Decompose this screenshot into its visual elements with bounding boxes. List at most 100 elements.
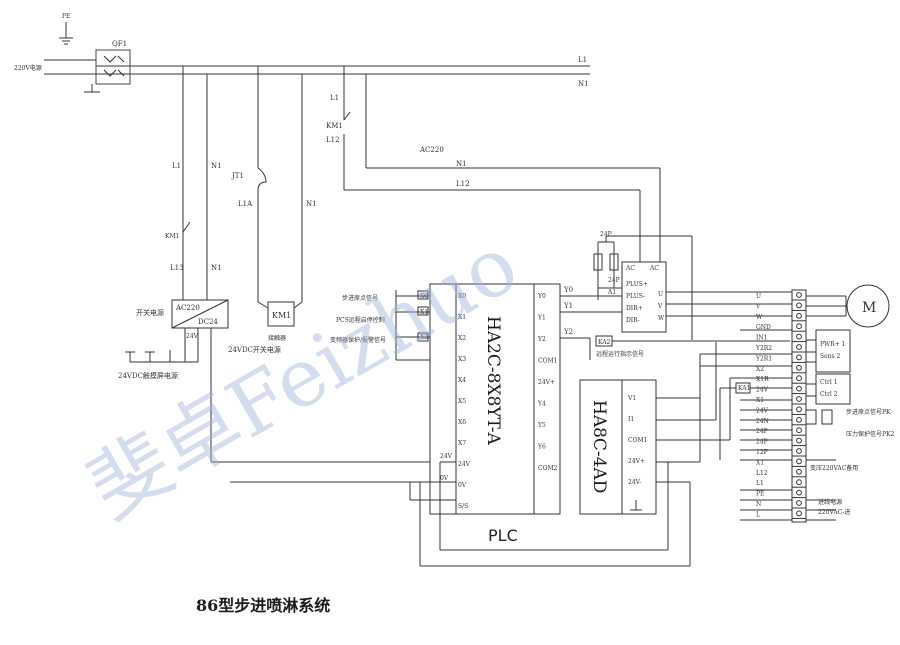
remote-run-label: 远程运行指示信号 [596, 350, 644, 358]
plc-left-pin: X0 [458, 293, 466, 300]
wire-y1-label: Y1 [563, 302, 573, 310]
input-tag-1: X1 [420, 309, 428, 316]
ad-pin: 24V- [628, 479, 641, 486]
terminal-screw [797, 345, 802, 350]
plc-left-pin: X6 [458, 419, 466, 426]
source-label: 220V电源 [14, 64, 42, 72]
driver-ac-2: AC [649, 265, 659, 272]
psu-out2-label: 24VDC触摸屏电源 [118, 371, 178, 380]
terminal-screw [797, 293, 802, 298]
interlock-label-1: PWR+ 1 [820, 341, 845, 348]
terminal-screw [797, 397, 802, 402]
psu-n1b-label: N1 [211, 264, 222, 272]
n1-mid-label: N1 [456, 160, 467, 168]
ad-title: HA8C-4AD [589, 400, 609, 493]
terminal-label: X1R [756, 376, 769, 383]
terminal-screw [797, 376, 802, 381]
l1a-label: L1A [238, 200, 253, 208]
terminal-screw [797, 449, 802, 454]
ad-pin: 24V+ [628, 458, 645, 465]
plc-left-pin: X2 [458, 335, 466, 342]
plc-right-pin: Y5 [537, 422, 546, 429]
terminal-label: GND [756, 324, 771, 331]
terminal-screw [797, 469, 802, 474]
sensor2-label: 压力保护信号PK2 [846, 430, 895, 438]
l12-label: L12 [326, 136, 340, 144]
terminal-screw [797, 428, 802, 433]
terminal-screw [797, 407, 802, 412]
terminal-label: X1 [756, 397, 764, 404]
branch-l1-label: L1 [330, 94, 339, 102]
terminal-screw [797, 417, 802, 422]
pe-label: PE [62, 13, 70, 20]
driver-out-w: W [658, 315, 665, 322]
driver-out-u: U [658, 291, 663, 298]
terminal-label: 24V [756, 387, 769, 394]
sensor1-label: 步进原点信号PK [846, 408, 891, 416]
plc-left-pin: X1 [458, 314, 466, 321]
plc-right-pin: COM1 [538, 358, 557, 365]
plc-left-pin: 0V [458, 482, 467, 489]
terminal-label: 24P [756, 439, 768, 446]
psu-label: 开关电源 [136, 308, 164, 317]
terminal-screw [797, 386, 802, 391]
terminal-screw [797, 313, 802, 318]
psu-n1-label: N1 [211, 162, 222, 170]
km1-switch-label: KM1 [326, 122, 343, 130]
plc-right-pin: COM2 [538, 465, 558, 472]
contactor-label: KM1 [272, 311, 291, 320]
driver-pin-2: DIR+ [626, 305, 643, 312]
input-tag-0: X0 [420, 293, 428, 300]
terminal-label: 24N [756, 418, 769, 425]
ka1-label: KA1 [738, 385, 750, 392]
plc-left-pin: X5 [458, 398, 466, 405]
terminal-label: PE [756, 491, 764, 498]
ac220-label: AC220 [419, 146, 444, 154]
driver-24p: 24P [608, 277, 620, 284]
terminal-label: 12P [756, 449, 768, 456]
terminal-label: Y2R2 [755, 345, 772, 352]
ka2-label: KA2 [598, 339, 611, 346]
bus-l1-label: L1 [578, 56, 587, 64]
driver-pin-3: DIR- [626, 317, 640, 324]
terminal-label: IN1 [756, 335, 767, 342]
terminal-label: 24V [756, 407, 769, 414]
resistor-label: 24P [600, 231, 612, 238]
psu-out1-label: 24VDC开关电源 [228, 345, 281, 354]
terminal-label: 24P [756, 428, 768, 435]
terminal-screw [797, 490, 802, 495]
input-label-2: 变频器保护/报警信号 [330, 336, 386, 344]
terminal-screw [797, 334, 802, 339]
driver-a1: A1 [607, 289, 616, 296]
terminal-screw [797, 324, 802, 329]
terminal-label: L [756, 511, 760, 518]
plc-left-pin: X3 [458, 356, 466, 363]
plc-power-0v: 0V [440, 475, 449, 482]
driver-pin-1: PLUS- [626, 293, 645, 300]
terminal-screw [797, 480, 802, 485]
breaker-label: QF1 [112, 40, 127, 48]
plc-left-pin: X4 [458, 377, 466, 384]
interlock-label-4: Ctrl 2 [820, 391, 838, 398]
bus-n1-label: N1 [578, 80, 589, 88]
terminal-screw [797, 365, 802, 370]
ad-pin: V1 [627, 395, 636, 402]
wire-y2-label: Y2 [563, 328, 573, 336]
input-tag-2: X2 [420, 334, 428, 341]
plc-power-24v: 24V [440, 453, 453, 460]
psu-l13-label: L13 [170, 264, 184, 272]
terminal-label: L12 [756, 470, 768, 477]
terminal-label: W [756, 314, 763, 321]
l12-mid-label: L12 [456, 180, 470, 188]
plc-left-pin: 24V [458, 461, 471, 468]
km-n1-label: N1 [306, 200, 317, 208]
terminal-label: U [756, 293, 761, 300]
plc-left-pin: X7 [458, 440, 466, 447]
driver-pin-0: PLUS+ [626, 281, 648, 288]
plc-title: HA2C-8X8YT-A [483, 316, 503, 446]
psu-24v-label: 24V [186, 333, 199, 340]
